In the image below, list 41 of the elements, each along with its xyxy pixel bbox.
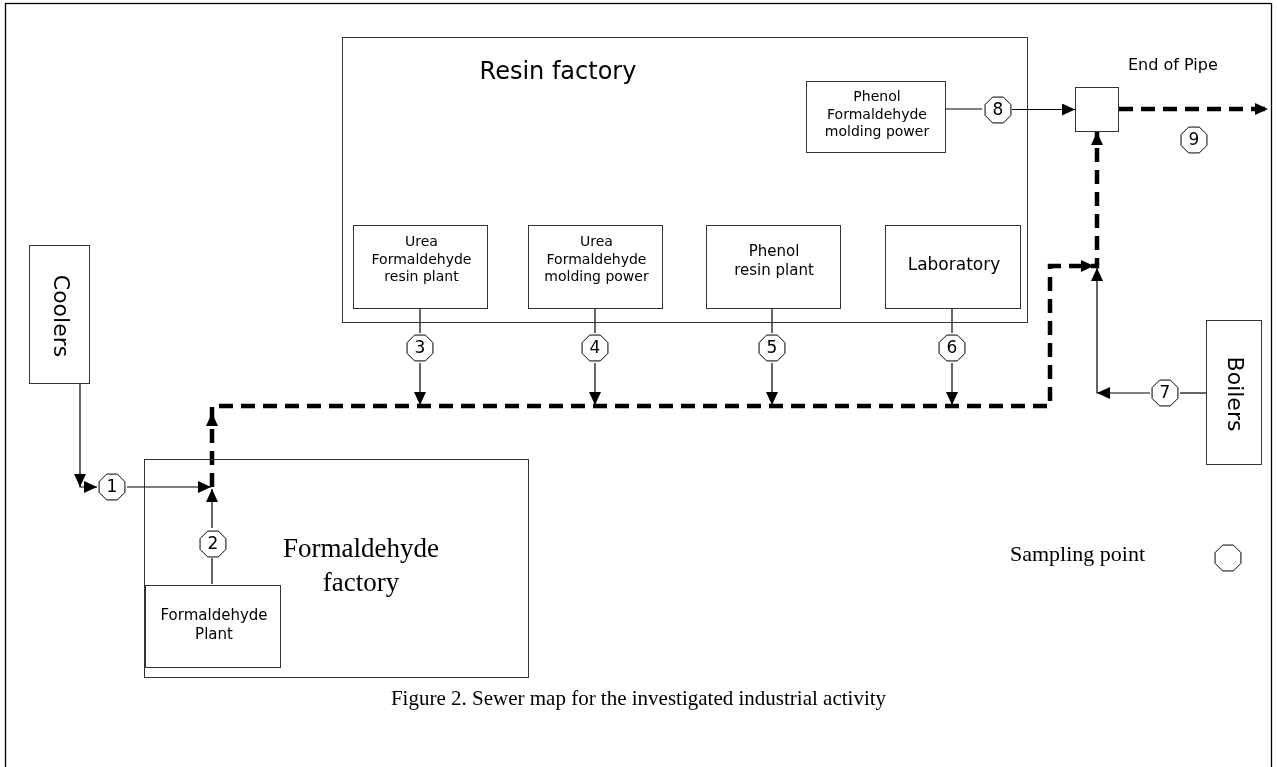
sampling-point: [757, 333, 787, 363]
process-label: Laboratory: [906, 254, 1002, 276]
factory-box: [342, 37, 1028, 323]
sampling-point-number: 7: [1158, 382, 1172, 402]
process-box: [706, 225, 841, 309]
process-label: Urea Formaldehyde molding power: [543, 233, 650, 286]
sampling-point-number: 4: [588, 337, 602, 357]
process-label: Coolers: [47, 274, 75, 357]
sampling-point: [937, 333, 967, 363]
process-label: Urea Formaldehyde resin plant: [370, 233, 473, 286]
outlet-label: End of Pipe: [1128, 55, 1218, 74]
figure-caption: Figure 2. Sewer map for the investigated industrial activity: [389, 686, 888, 711]
sampling-point-number: 2: [206, 533, 220, 553]
sampling-point-number: 1: [105, 476, 119, 496]
source-box: [1206, 320, 1262, 465]
sampling-point-number: 6: [945, 337, 959, 357]
process-label: Boilers: [1221, 356, 1249, 431]
sampling-point: [983, 95, 1013, 125]
source-box: [29, 245, 90, 384]
factory-label: Resin factory: [478, 56, 638, 86]
sampling-point-number: 9: [1187, 129, 1201, 149]
process-box: [885, 225, 1021, 309]
process-box: [353, 225, 488, 309]
sampling-point: [198, 529, 228, 559]
process-box: [528, 225, 663, 309]
sampling-point-number: 3: [413, 337, 427, 357]
sampling-point-number: 5: [765, 337, 779, 357]
sampling-point: [1179, 125, 1209, 155]
factory-box: [144, 459, 529, 678]
process-label: Phenol resin plant: [733, 242, 815, 280]
sampling-point: [1150, 378, 1180, 408]
sampling-point: [405, 333, 435, 363]
process-label: Phenol Formaldehyde molding power: [823, 88, 931, 141]
legend-label: Sampling point: [1010, 541, 1146, 567]
sampling-point-number: 8: [991, 99, 1005, 119]
process-box: [806, 81, 946, 153]
process-box: [145, 585, 281, 668]
sampling-point: [580, 333, 610, 363]
factory-label: Formaldehyde factory: [282, 532, 440, 599]
process-label: Formaldehyde Plant: [159, 606, 269, 644]
sampling-point: [97, 472, 127, 502]
